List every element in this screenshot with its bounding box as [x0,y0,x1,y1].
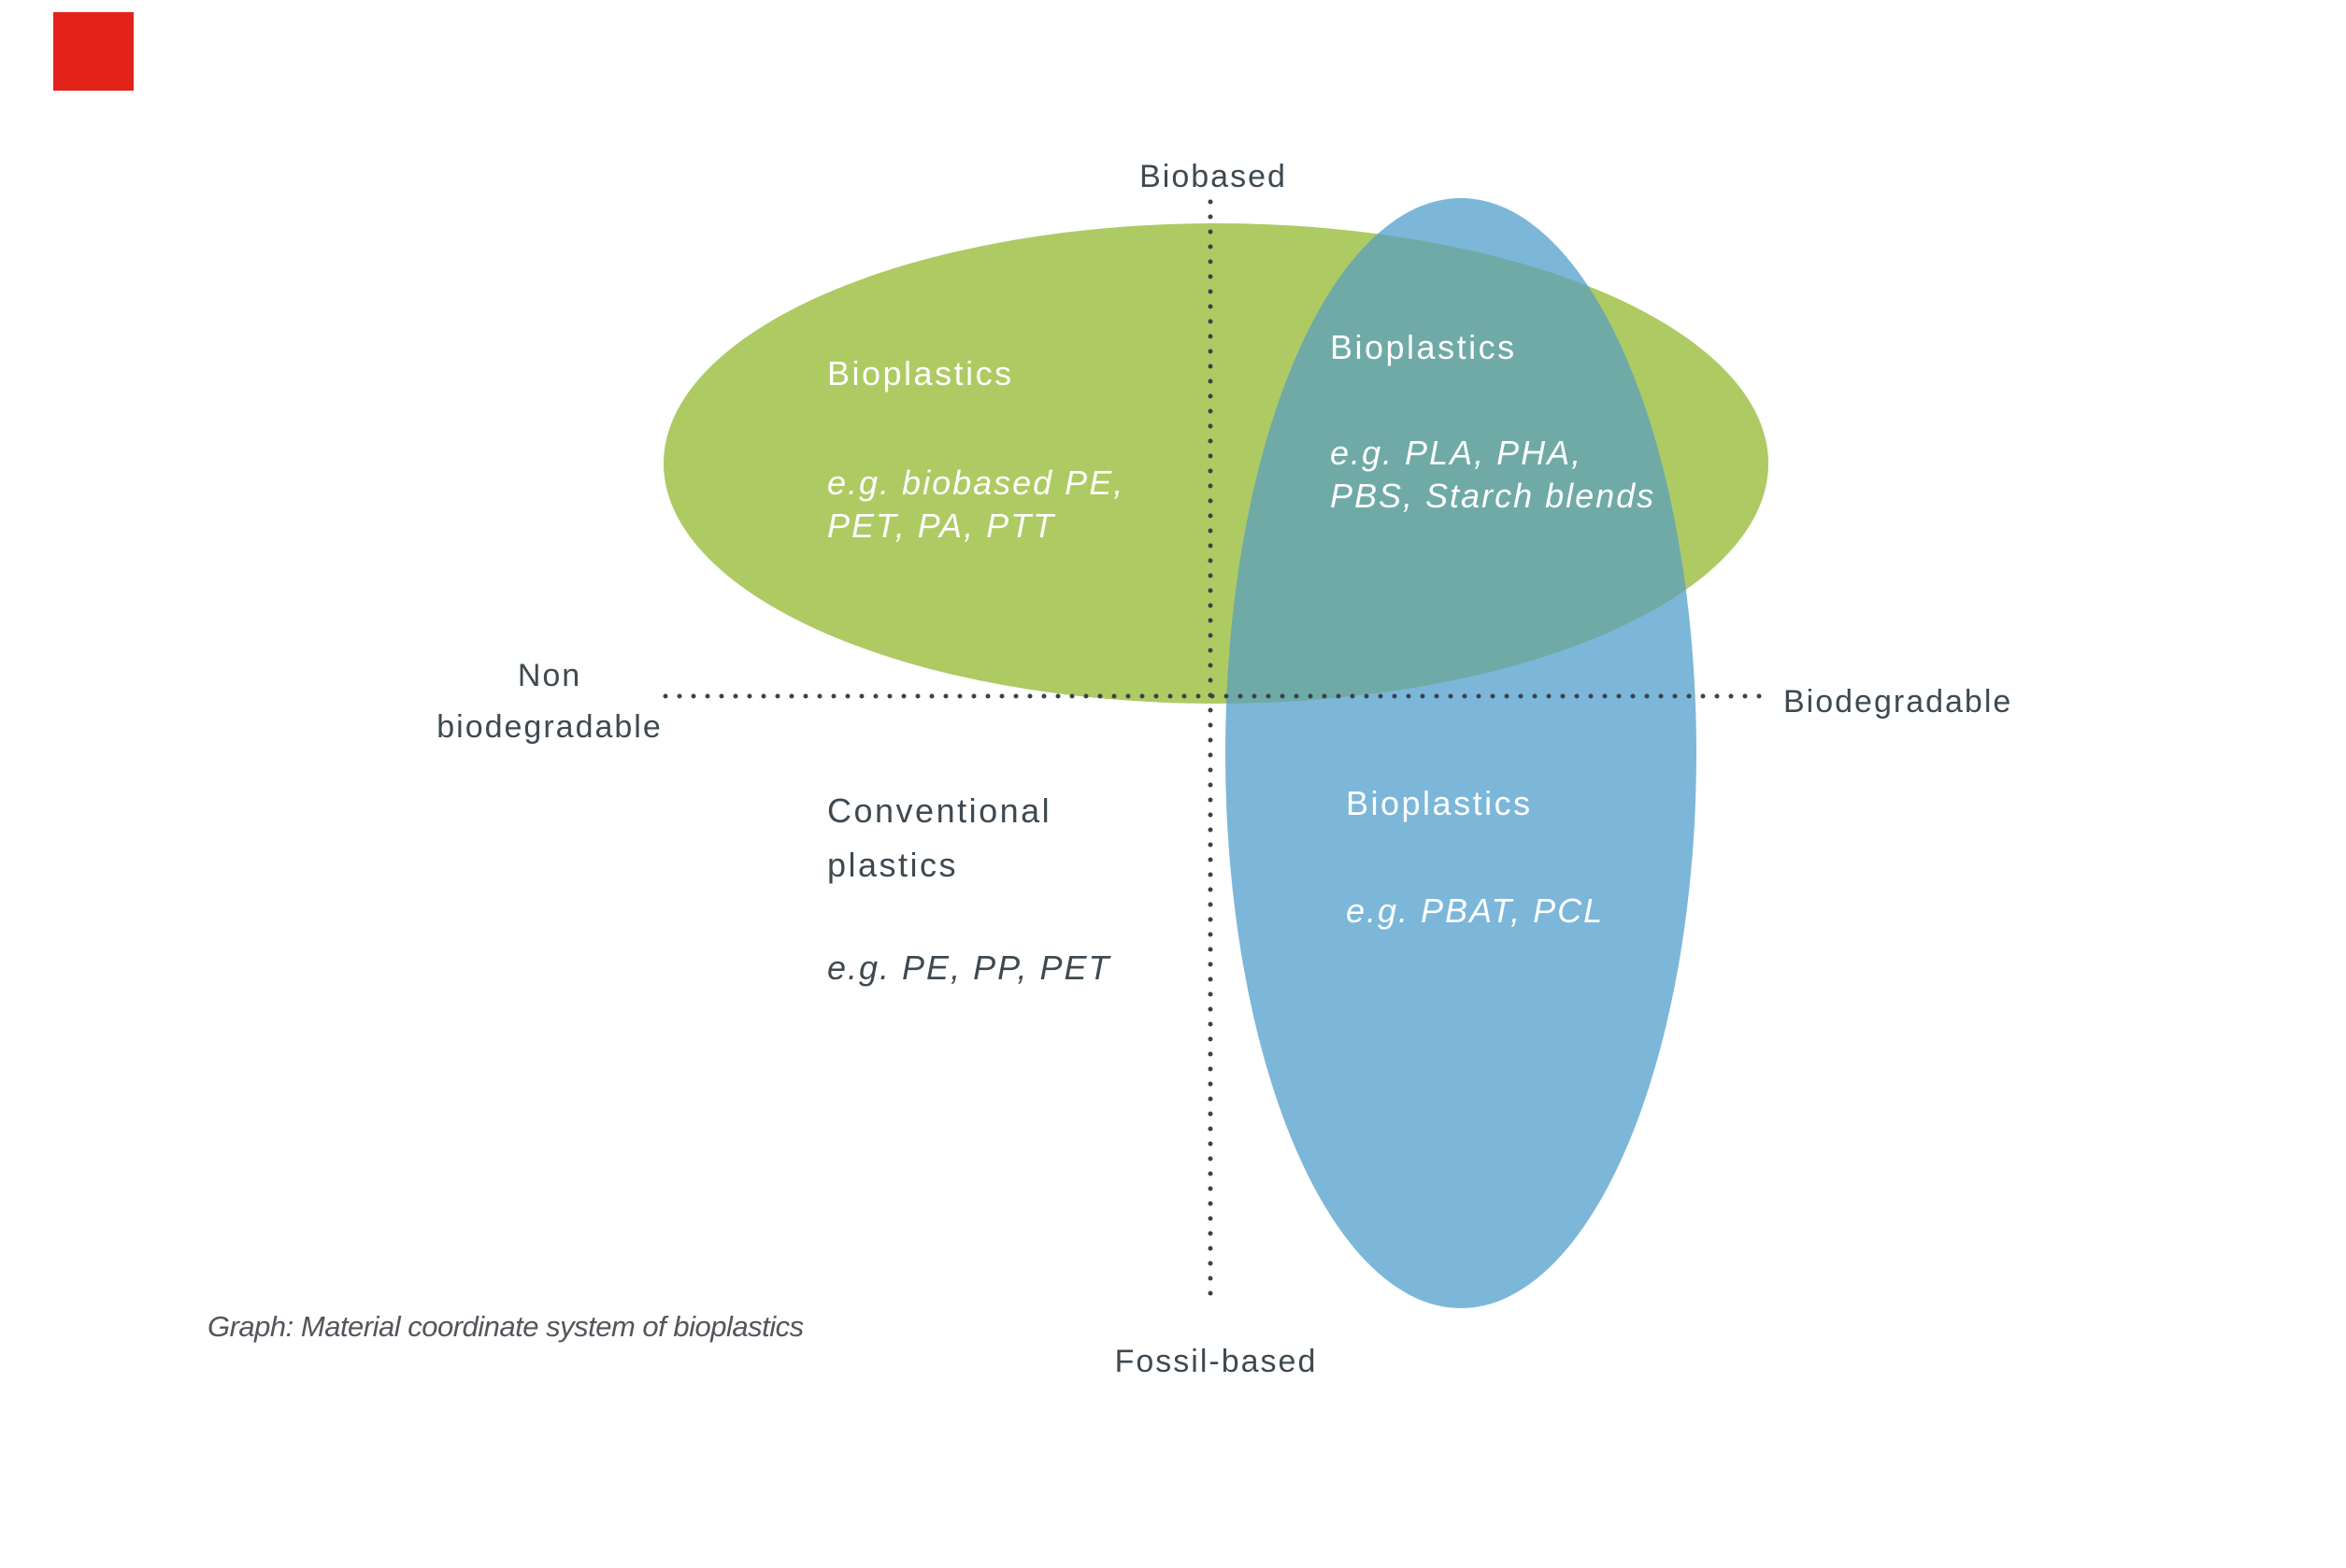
graph-caption: Graph: Material coordinate system of bio… [207,1310,804,1343]
green-region-title: Bioplastics [827,354,1014,392]
blue-region-examples: e.g. PBAT, PCL [1346,891,1605,930]
overlap-region-title: Bioplastics [1330,328,1517,366]
axis-label-non-biodegradable: Non biodegradable [436,658,663,745]
overlap-region-examples: e.g. PLA, PHA, PBS, Starch blends [1330,434,1656,515]
axis-label-biobased: Biobased [1139,159,1287,194]
conventional-plastics-examples: e.g. PE, PP, PET [827,948,1111,987]
overlap-region [1225,223,1696,704]
axis-label-biodegradable: Biodegradable [1783,684,2013,720]
axis-label-fossil-based: Fossil-based [1114,1344,1318,1379]
blue-region-title: Bioplastics [1346,784,1533,822]
green-region-examples: e.g. biobased PE, PET, PA, PTT [827,463,1125,545]
red-square-marker [53,12,134,91]
conventional-plastics-title: Conventional plastics [827,791,1052,884]
